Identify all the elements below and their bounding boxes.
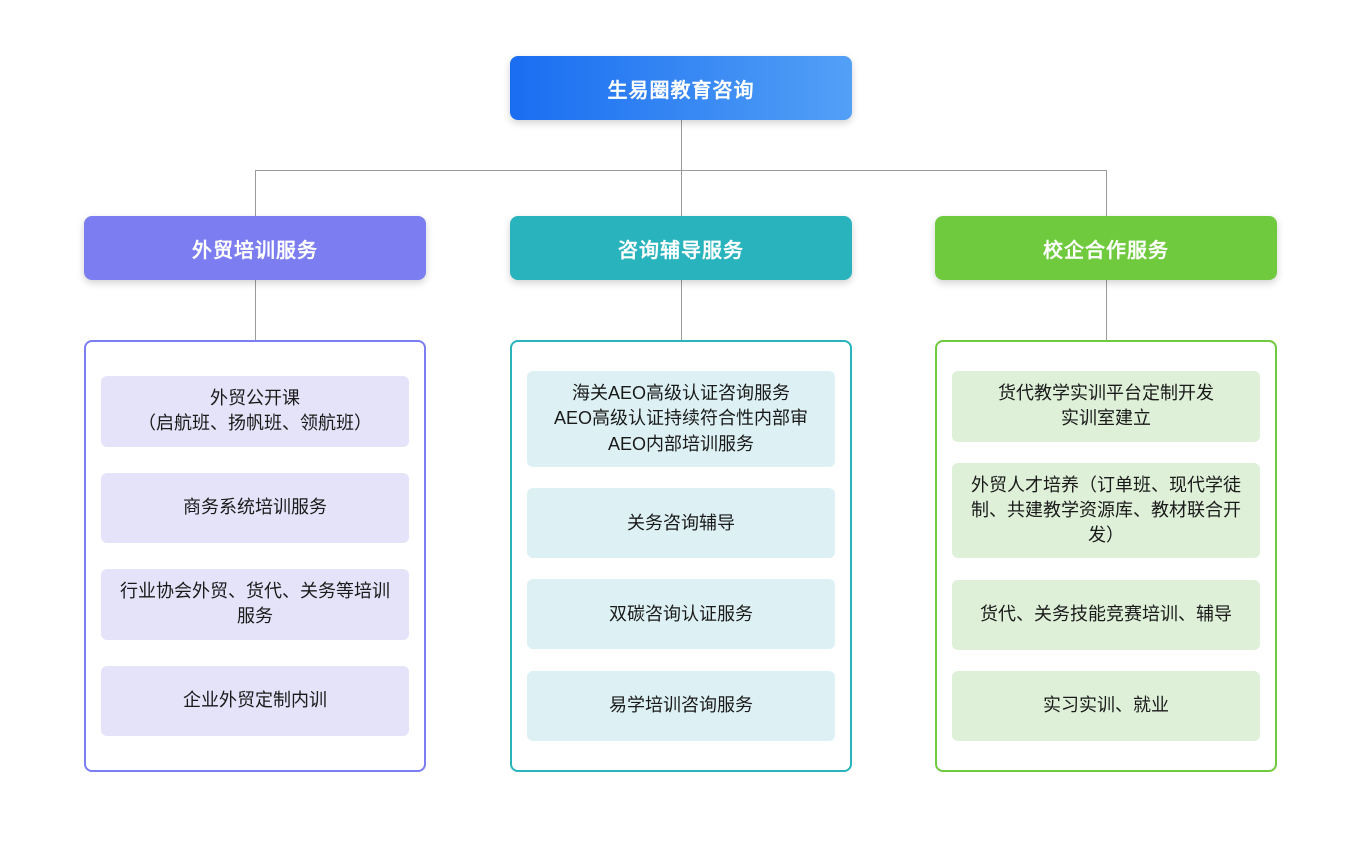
connector-branch1-down (255, 280, 256, 340)
root-node[interactable]: 生易圈教育咨询 (510, 56, 852, 120)
item-node[interactable]: 外贸人才培养（订单班、现代学徒制、共建教学资源库、教材联合开发） (952, 462, 1260, 559)
branch-header-consulting-coaching[interactable]: 咨询辅导服务 (510, 216, 852, 280)
connector-branch2-top (681, 170, 682, 216)
item-node[interactable]: 双碳咨询认证服务 (527, 579, 835, 650)
branch1-items-container: 外贸公开课 （启航班、扬帆班、领航班） 商务系统培训服务 行业协会外贸、货代、关… (84, 340, 426, 772)
item-node[interactable]: 易学培训咨询服务 (527, 670, 835, 741)
item-node[interactable]: 企业外贸定制内训 (101, 665, 409, 736)
connector-branch3-top (1106, 170, 1107, 216)
item-node[interactable]: 关务咨询辅导 (527, 488, 835, 559)
connector-root-down (681, 120, 682, 170)
item-node[interactable]: 外贸公开课 （启航班、扬帆班、领航班） (101, 376, 409, 447)
connector-branch3-down (1106, 280, 1107, 340)
item-node[interactable]: 海关AEO高级认证咨询服务 AEO高级认证持续符合性内部审 AEO内部培训服务 (527, 371, 835, 467)
branch2-items-container: 海关AEO高级认证咨询服务 AEO高级认证持续符合性内部审 AEO内部培训服务 … (510, 340, 852, 772)
connector-branch2-down (681, 280, 682, 340)
item-node[interactable]: 商务系统培训服务 (101, 472, 409, 543)
item-node[interactable]: 货代教学实训平台定制开发 实训室建立 (952, 371, 1260, 442)
branch3-items-container: 货代教学实训平台定制开发 实训室建立 外贸人才培养（订单班、现代学徒制、共建教学… (935, 340, 1277, 772)
connector-branch1-top (255, 170, 256, 216)
item-node[interactable]: 行业协会外贸、货代、关务等培训服务 (101, 569, 409, 640)
branch-header-school-enterprise-cooperation[interactable]: 校企合作服务 (935, 216, 1277, 280)
item-node[interactable]: 货代、关务技能竞赛培训、辅导 (952, 579, 1260, 650)
item-node[interactable]: 实习实训、就业 (952, 670, 1260, 741)
branch-header-foreign-trade-training[interactable]: 外贸培训服务 (84, 216, 426, 280)
